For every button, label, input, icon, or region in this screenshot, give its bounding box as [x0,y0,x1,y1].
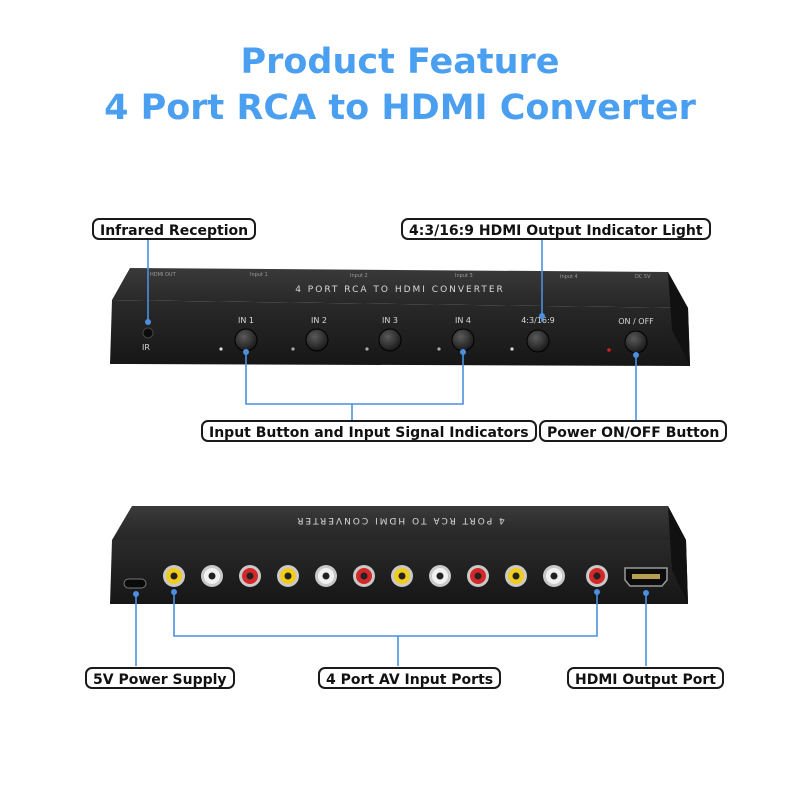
input-buttons-callout: Input Button and Input Signal Indicators [201,420,537,442]
in2-indicator-led [291,347,295,351]
front-top-labels: HDMI OUT Input 1 Input 2 Input 3 Input 4… [150,272,651,280]
in3-indicator-led [365,347,369,351]
power-indicator-led [607,348,611,352]
button-label-in1: IN 1 [238,316,254,325]
svg-text:DC 5V: DC 5V [635,274,651,280]
rear-brand-text: 4 PORT RCA TO HDMI CONVERTER [295,515,505,525]
button-label-in4: IN 4 [455,316,471,325]
rear-callout-lines [135,592,647,666]
rca-jack-red-2[interactable] [353,565,375,587]
av-input-ports-callout: 4 Port AV Input Ports [318,667,502,689]
front-callout-lines [147,240,637,420]
button-label-in2: IN 2 [311,316,327,325]
infrared-reception-callout: Infrared Reception [92,218,257,240]
svg-text:HDMI OUT: HDMI OUT [150,272,177,278]
rear-device: 4 PORT RCA TO HDMI CONVERTER [110,506,688,604]
svg-text:Input 1: Input 1 [250,272,268,278]
rca-jack-yellow-4[interactable] [505,565,527,587]
power-supply-callout: 5V Power Supply [85,667,235,689]
front-buttons: IN 1 IN 2 IN 3 IN 4 4:3/16:9 ON / OFF [219,316,654,354]
power-button-callout: Power ON/OFF Button [539,420,728,442]
rear-callout-dots [133,589,649,597]
front-callout-dots [145,313,639,358]
page-title-line-1: Product Feature [240,42,560,82]
rca-jack-white-3[interactable] [429,565,451,587]
in1-indicator-led [219,347,223,351]
power-button[interactable] [624,330,648,354]
svg-text:Input 4: Input 4 [560,274,578,280]
front-device: 4 PORT RCA TO HDMI CONVERTER HDMI OUT In… [110,268,690,366]
button-label-power: ON / OFF [618,317,654,326]
rca-jack-red-4[interactable] [586,565,608,587]
rca-jack-red-3[interactable] [467,565,489,587]
svg-text:Input 2: Input 2 [350,273,368,279]
usb-c-power-port[interactable] [123,578,147,589]
front-brand-text: 4 PORT RCA TO HDMI CONVERTER [295,285,505,295]
rca-jack-white-1[interactable] [201,565,223,587]
hdmi-output-callout: HDMI Output Port [567,667,724,689]
aspect-ratio-button[interactable] [526,329,550,353]
in4-button[interactable] [451,328,475,352]
rca-jack-white-2[interactable] [315,565,337,587]
rca-jack-red-1[interactable] [239,565,261,587]
in2-button[interactable] [305,328,329,352]
in3-button[interactable] [378,328,402,352]
button-label-in3: IN 3 [382,316,398,325]
rca-jack-yellow-1[interactable] [163,565,185,587]
rca-jack-yellow-3[interactable] [391,565,413,587]
ir-sensor [142,327,154,339]
rca-jack-white-4[interactable] [543,565,565,587]
ir-label: IR [142,343,150,352]
button-label-aspect: 4:3/16:9 [521,316,555,325]
aspect-indicator-led [510,347,514,351]
in4-indicator-led [437,347,441,351]
svg-text:Input 3: Input 3 [455,273,473,279]
aspect-indicator-callout: 4:3/16:9 HDMI Output Indicator Light [401,218,711,240]
rca-jack-yellow-2[interactable] [277,565,299,587]
page-title-line-2: 4 Port RCA to HDMI Converter [104,88,696,128]
in1-button[interactable] [234,328,258,352]
rca-jacks [163,565,608,587]
